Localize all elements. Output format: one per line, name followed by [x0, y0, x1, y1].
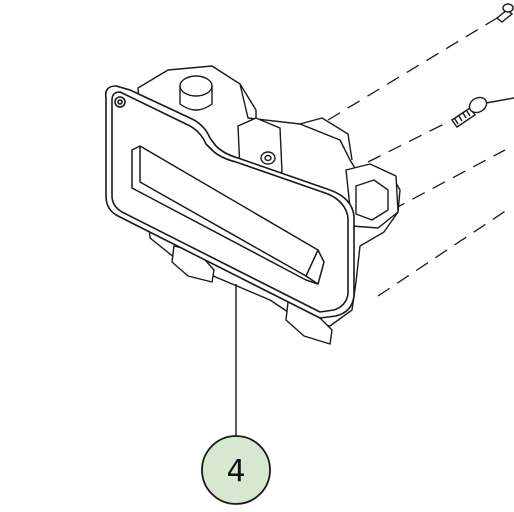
handle-recess: [131, 145, 325, 285]
assembly-guide-lines: [327, 17, 511, 297]
guide-line-lower: [391, 149, 506, 211]
callout-circle: [201, 435, 271, 505]
guide-line-top: [327, 17, 498, 121]
part-callout: 4: [201, 435, 271, 505]
guide-line-bottom: [377, 207, 511, 297]
callout-number: 4: [226, 454, 245, 489]
screw-top: [495, 3, 514, 23]
screw-middle: [451, 96, 514, 128]
guide-line-middle: [367, 121, 449, 163]
